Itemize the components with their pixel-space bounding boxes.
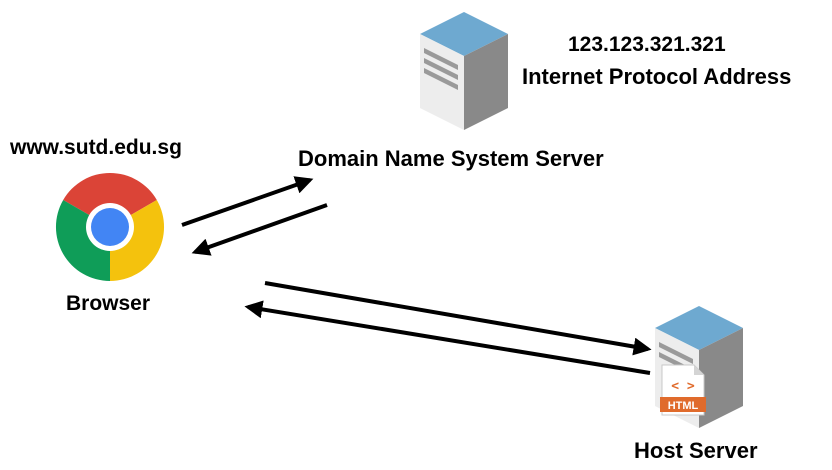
dns-server-label: Domain Name System Server <box>298 146 604 171</box>
arrow-dns-to-browser <box>191 203 328 256</box>
html-badge-text: HTML <box>668 400 699 412</box>
chrome-icon <box>55 172 165 282</box>
ip-address-value: 123.123.321.321 <box>568 33 726 56</box>
arrow-host-to-browser <box>244 300 651 375</box>
browser-label: Browser <box>66 292 151 315</box>
html-file-icon: < > HTML <box>660 364 706 416</box>
ip-address-caption: Internet Protocol Address <box>522 64 792 89</box>
host-server-label: Host Server <box>634 438 758 463</box>
dns-server-icon <box>420 12 508 130</box>
arrow-browser-to-dns <box>181 176 314 227</box>
html-badge <box>660 397 706 412</box>
url-label: www.sutd.edu.sg <box>10 136 182 159</box>
arrow-browser-to-host <box>264 281 652 356</box>
code-glyph: < > <box>671 379 695 394</box>
